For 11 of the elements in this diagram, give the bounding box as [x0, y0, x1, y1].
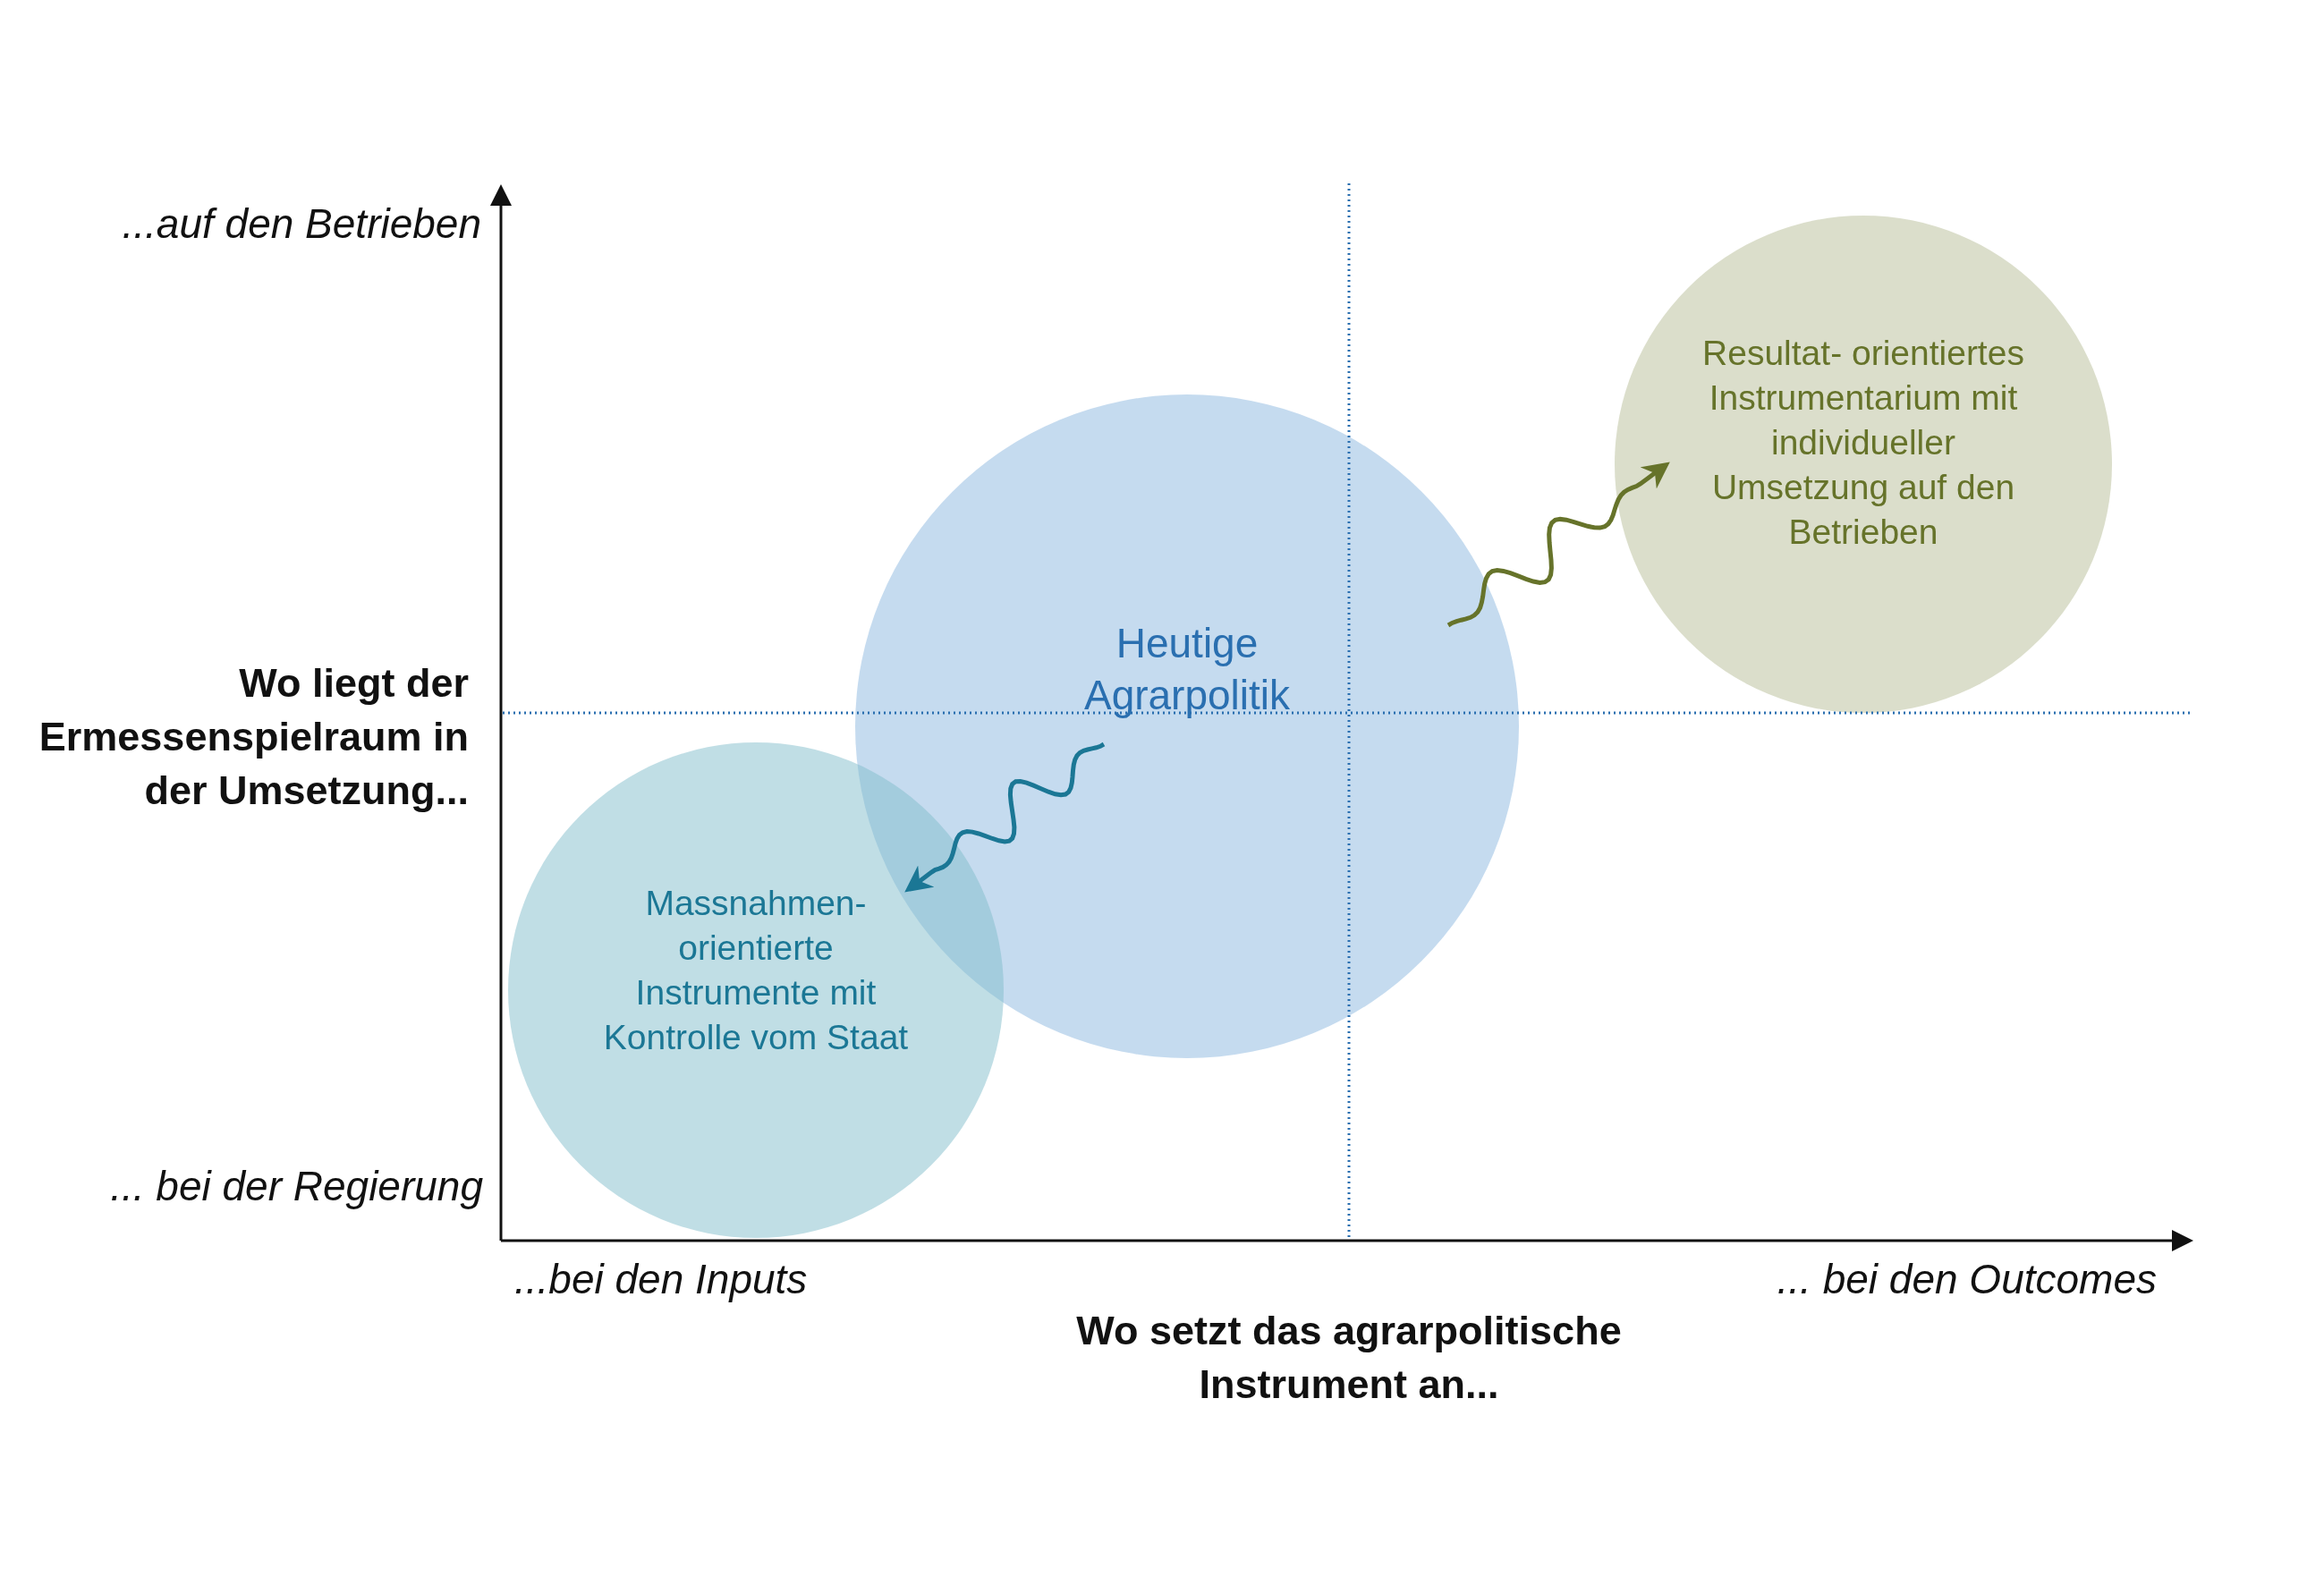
axis-end-label: ...bei den Inputs — [514, 1255, 808, 1304]
axis-question: Wo setzt das agrarpolitische Instrument an... — [1075, 1307, 1623, 1409]
axis-end-label: ...auf den Betrieben — [122, 199, 481, 249]
wavy-arrow — [1446, 462, 1670, 628]
bubble-label: Resultat- orientiertes Instrumentarium mit individueller Umsetzung auf den Betrieben — [1702, 333, 2024, 553]
axis-question: Wo liegt der Ermessenspielraum in der Umsetzung... — [38, 659, 469, 815]
wavy-arrow — [904, 742, 1106, 893]
bubble-label: Heutige Agrarpolitik — [1082, 619, 1292, 720]
bubble-label: Massnahmen- orientierte Instrumente mit Kontrolle vom Staat — [602, 883, 910, 1058]
axis-end-label: ... bei der Regierung — [110, 1162, 483, 1211]
axis-end-label: ... bei den Outcomes — [1777, 1255, 2157, 1304]
